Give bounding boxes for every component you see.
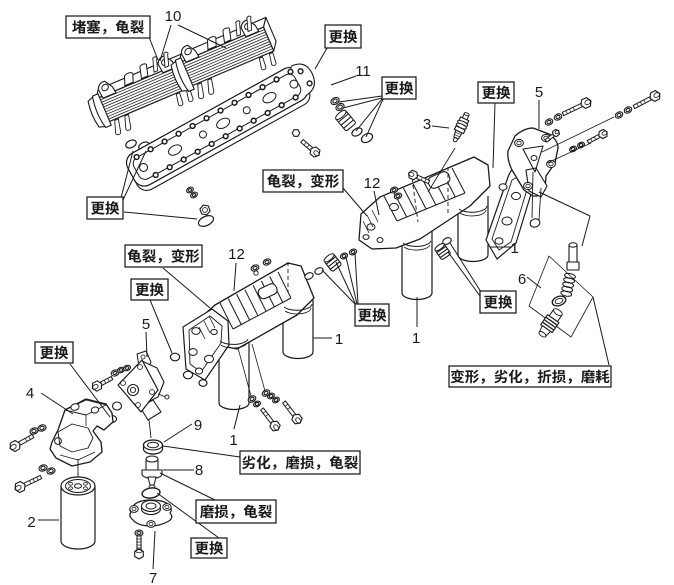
svg-text:6: 6 xyxy=(518,271,526,288)
svg-text:3: 3 xyxy=(423,116,431,133)
svg-text:12: 12 xyxy=(364,175,381,192)
svg-text:11: 11 xyxy=(355,63,371,80)
svg-text:1: 1 xyxy=(229,432,237,449)
svg-text:1: 1 xyxy=(412,330,420,347)
svg-text:2: 2 xyxy=(27,514,35,531)
svg-text:1: 1 xyxy=(510,240,518,257)
svg-text:9: 9 xyxy=(194,417,202,434)
svg-text:5: 5 xyxy=(535,84,543,101)
svg-text:10: 10 xyxy=(165,8,182,25)
svg-text:8: 8 xyxy=(195,462,203,479)
svg-text:1: 1 xyxy=(335,331,343,348)
svg-text:7: 7 xyxy=(149,570,157,585)
svg-text:4: 4 xyxy=(26,385,34,402)
svg-text:12: 12 xyxy=(228,246,245,263)
svg-text:5: 5 xyxy=(142,316,150,333)
